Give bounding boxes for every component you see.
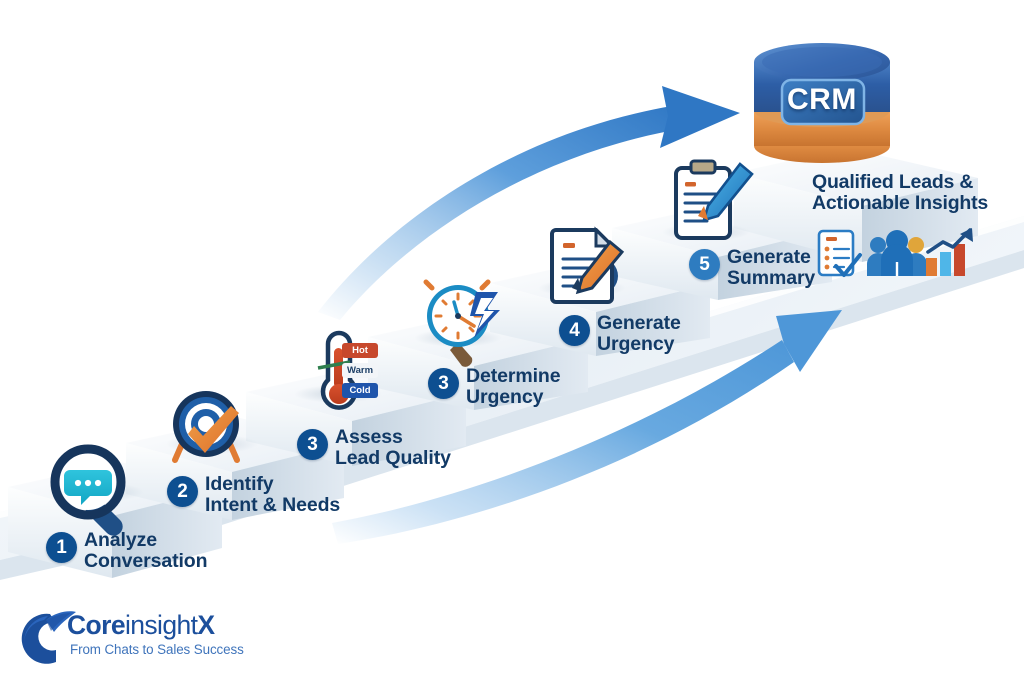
step-3-line2: Lead Quality xyxy=(335,447,451,470)
step-1-line2: Conversation xyxy=(84,550,208,573)
step-label-1[interactable]: 1 Analyze Conversation xyxy=(46,529,208,573)
c-swoosh-logo-icon xyxy=(21,611,76,664)
step-5-line1: Generate xyxy=(597,312,681,334)
thermometer-chip-hot: Hot xyxy=(342,343,378,358)
step-label-6[interactable]: 5 Generate Summary xyxy=(689,246,816,290)
step-4-line2: Urgency xyxy=(466,386,544,409)
step-1-line1: Analyze xyxy=(84,529,157,551)
thermometer-chip-warm: Warm xyxy=(342,363,378,378)
step-6-line2: Summary xyxy=(727,267,816,290)
step-text-2: Identify Intent & Needs xyxy=(205,473,341,517)
step-text-4: Determine Urgency xyxy=(466,365,561,409)
step-badge-4: 3 xyxy=(428,368,459,399)
step-4-line1: Determine xyxy=(466,365,561,387)
outcome-block: Qualified Leads & Actionable Insights xyxy=(812,171,1017,215)
step-5-line2: Urgency xyxy=(597,333,675,356)
step-badge-1: 1 xyxy=(46,532,77,563)
lower-progress-arrow xyxy=(332,310,842,544)
people-group-icon xyxy=(867,230,927,276)
crm-database-icon xyxy=(754,43,890,163)
crm-label: CRM xyxy=(787,83,857,116)
brand-logo[interactable]: CoreinsightX From Chats to Sales Success xyxy=(14,606,254,668)
step-badge-6: 5 xyxy=(689,249,720,280)
upper-progress-arrow xyxy=(318,86,740,320)
thermometer-chip-cold: Cold xyxy=(342,383,378,398)
step-badge-2: 2 xyxy=(167,476,198,507)
step-text-1: Analyze Conversation xyxy=(84,529,208,573)
outcome-line2: Actionable Insights xyxy=(812,192,989,215)
document-pencil-icon xyxy=(550,226,625,304)
growth-chart-icon xyxy=(926,228,973,276)
clock-lightning-icon xyxy=(423,279,500,367)
magnifier-chat-icon xyxy=(50,444,126,536)
step-label-5[interactable]: 4 Generate Urgency xyxy=(559,312,681,356)
step-text-5: Generate Urgency xyxy=(597,312,681,356)
logo-word-insight: insight xyxy=(124,610,198,640)
step-text-3: Assess Lead Quality xyxy=(335,426,451,470)
logo-word-x: X xyxy=(197,610,215,640)
step-label-2[interactable]: 2 Identify Intent & Needs xyxy=(167,473,341,517)
logo-wordmark: CoreinsightX xyxy=(67,610,215,641)
clipboard-pen-icon xyxy=(674,159,754,240)
step-label-4[interactable]: 3 Determine Urgency xyxy=(428,365,561,409)
step-label-3[interactable]: 3 Assess Lead Quality xyxy=(297,426,451,470)
checklist-icon xyxy=(817,229,862,277)
target-dart-icon xyxy=(172,391,240,463)
logo-tagline: From Chats to Sales Success xyxy=(70,642,244,657)
step-2-line1: Identify xyxy=(205,473,274,495)
step-6-line1: Generate xyxy=(727,246,811,268)
step-badge-5: 4 xyxy=(559,315,590,346)
step-2-line2: Intent & Needs xyxy=(205,494,341,517)
logo-word-core: Core xyxy=(67,610,126,640)
step-badge-3: 3 xyxy=(297,429,328,460)
step-text-6: Generate Summary xyxy=(727,246,816,290)
outcome-line1: Qualified Leads & xyxy=(812,171,974,193)
step-3-line1: Assess xyxy=(335,426,403,448)
outcome-title: Qualified Leads & Actionable Insights xyxy=(812,171,1017,215)
